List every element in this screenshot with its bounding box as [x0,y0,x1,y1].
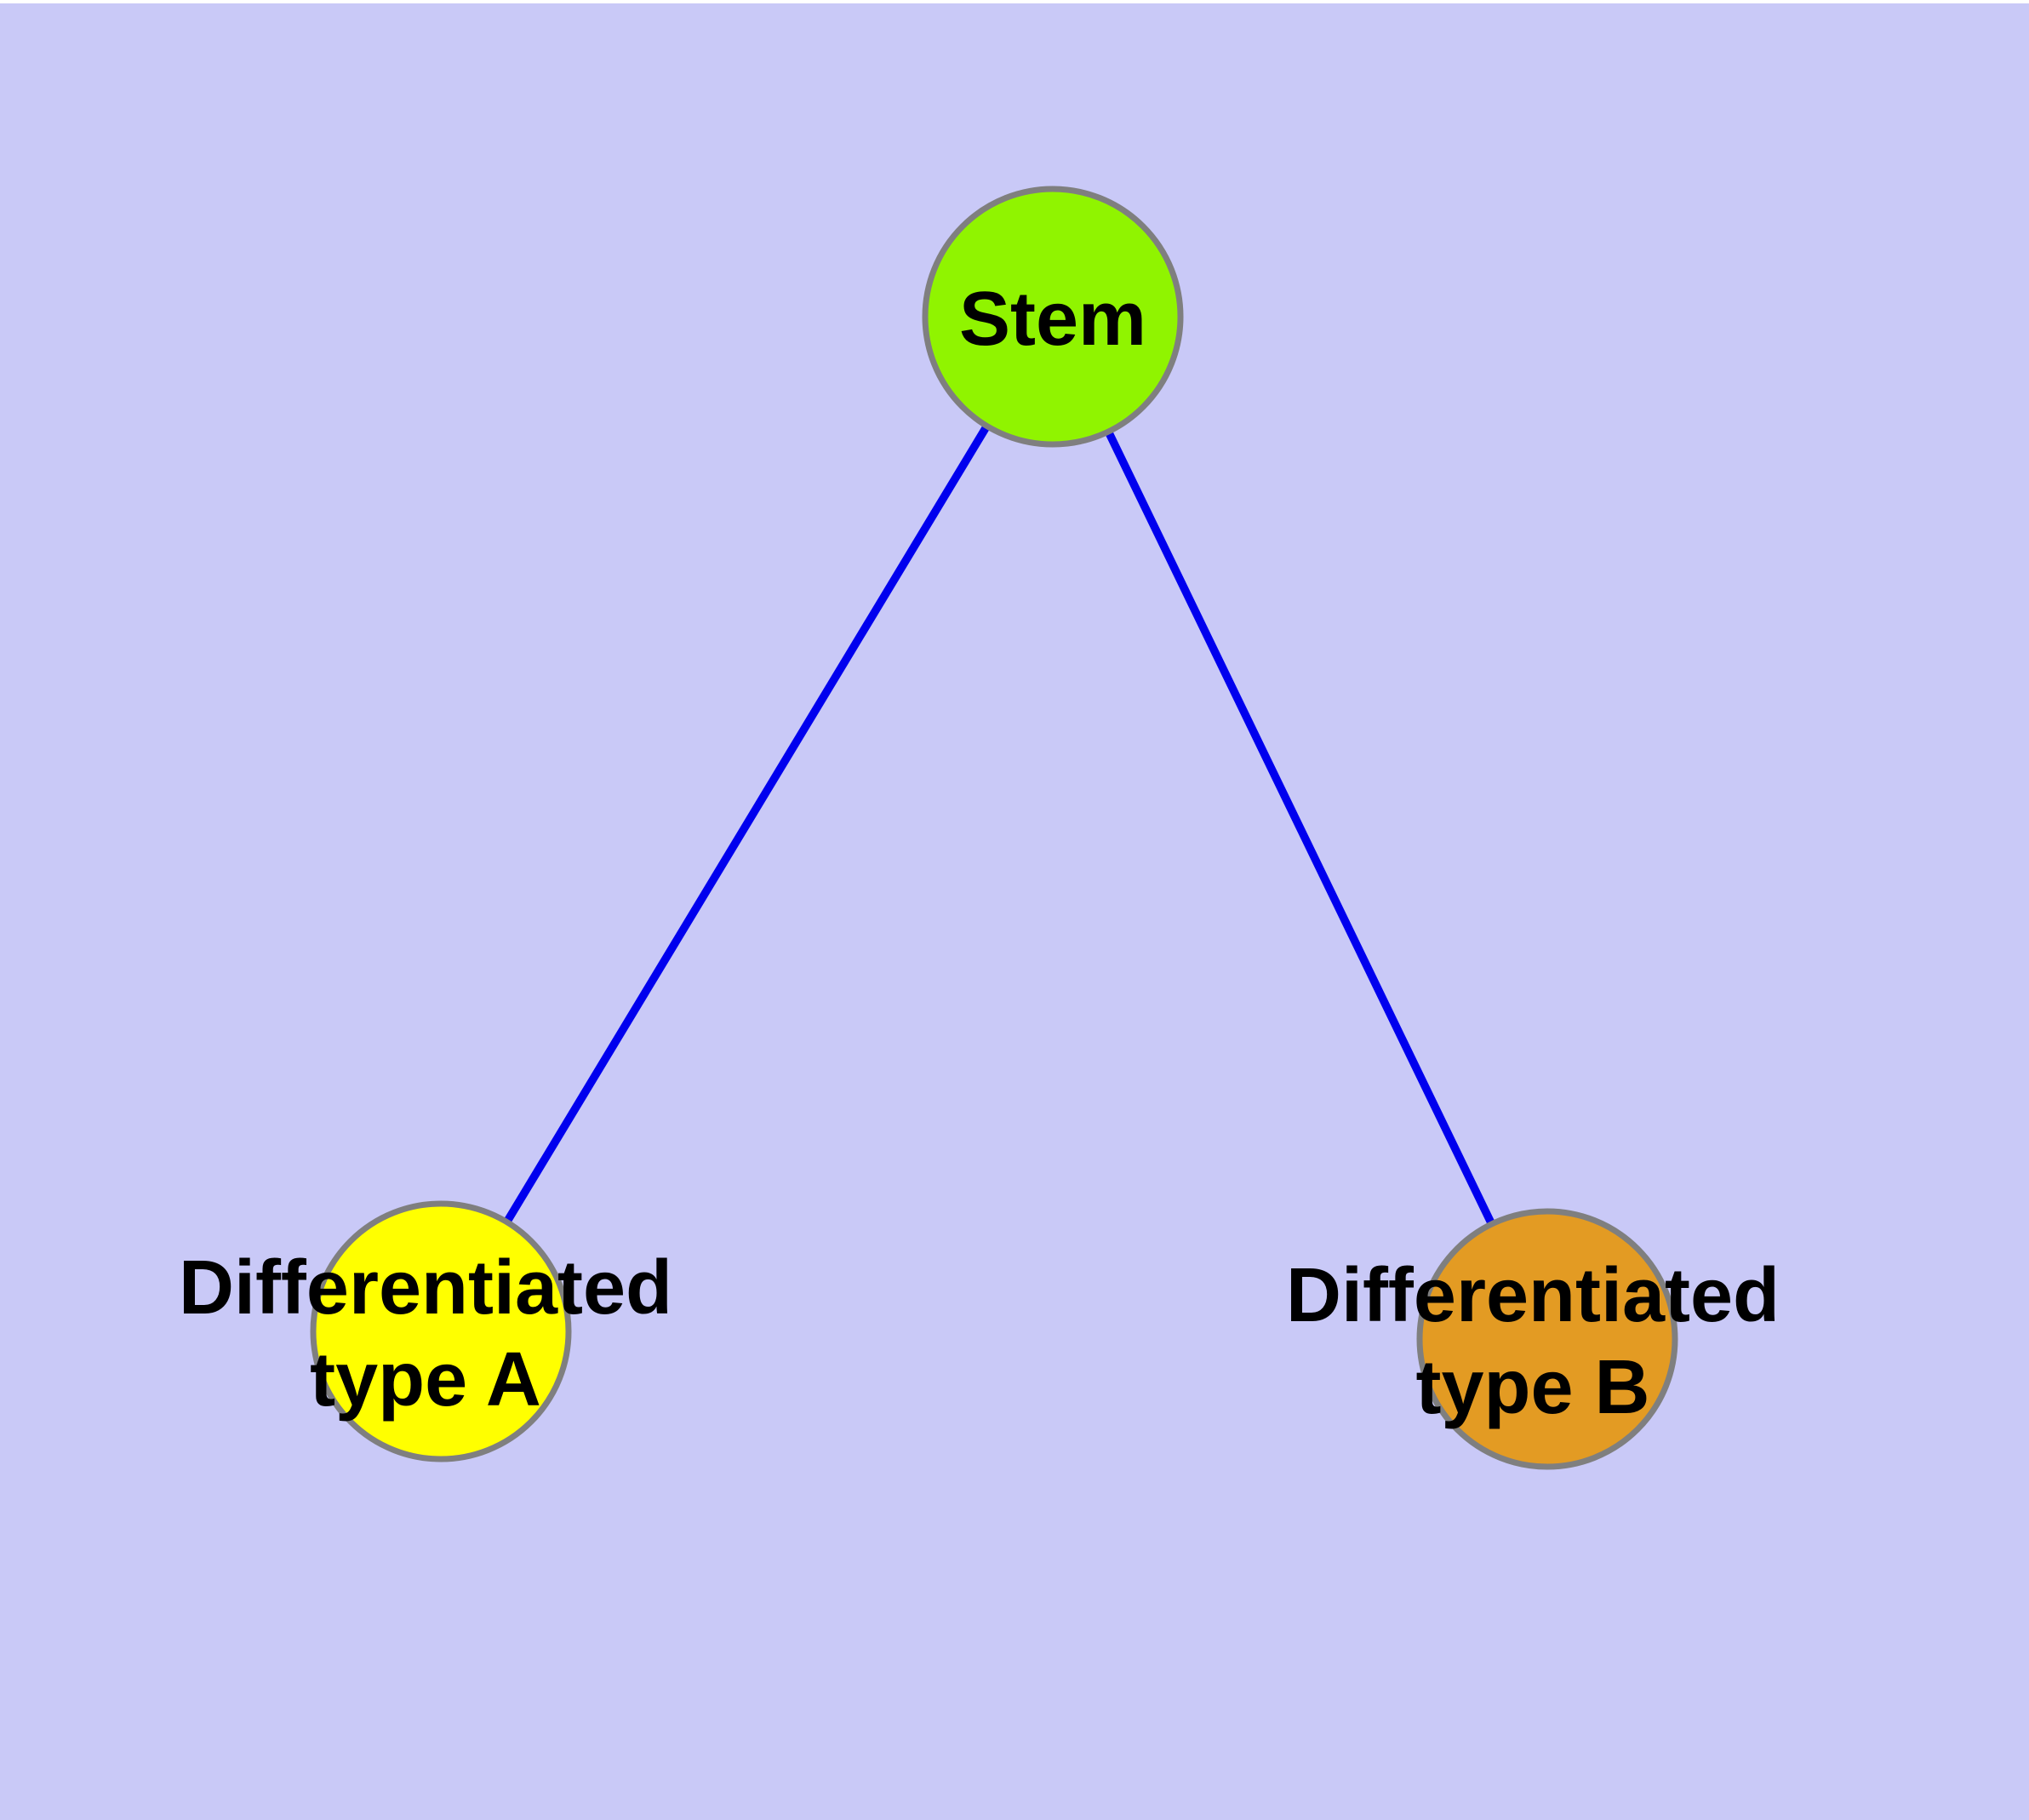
node-label-line: type B [1415,1345,1649,1430]
node-type-a [310,1200,572,1462]
node-label-line: type A [310,1337,541,1422]
nodes-layer [310,186,1678,1470]
edge-stem-type-a [437,314,1057,1334]
node-label-stem: Stem [959,277,1146,362]
node-label-line: Stem [959,277,1146,362]
edge-stem-type-b [1049,314,1552,1342]
node-label-line: Differentiated [1286,1253,1780,1338]
node-stem [922,186,1184,448]
node-label-line: Differentiated [179,1245,672,1331]
node-type-b [1416,1208,1678,1470]
edges-layer [437,314,1552,1342]
